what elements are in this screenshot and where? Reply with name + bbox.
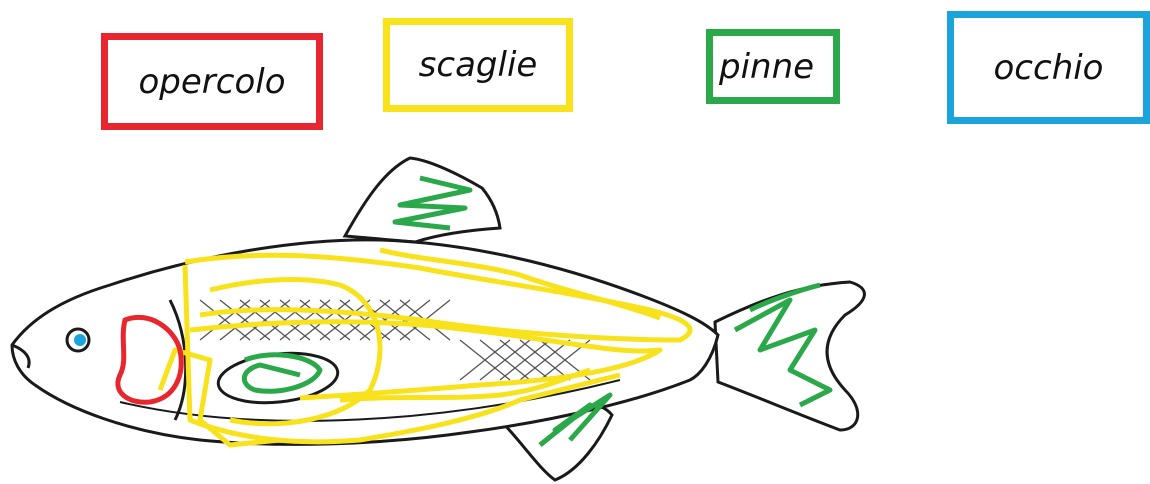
eye-pupil xyxy=(74,334,86,346)
